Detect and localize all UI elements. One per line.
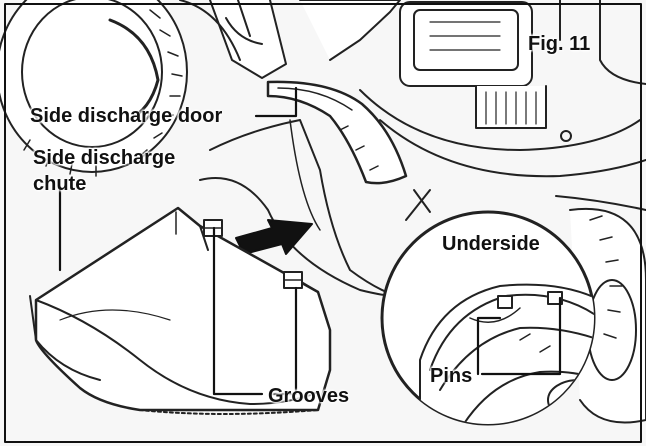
engine-top: [299, 0, 646, 178]
rear-wheel-left: [0, 0, 188, 177]
figure-number: Fig. 11: [528, 33, 591, 55]
insert-arrow: [235, 219, 313, 255]
handle-area: [179, 0, 287, 79]
label-grooves: Grooves: [268, 385, 350, 407]
discharge-chute: [29, 206, 332, 415]
label-side-discharge-chute-line1: Side discharge: [33, 147, 176, 169]
leader-lines: [58, 86, 562, 396]
discharge-door: [266, 80, 408, 185]
label-pins: Pins: [430, 365, 473, 387]
label-side-discharge-door: Side discharge door: [30, 105, 223, 127]
label-underside: Underside: [442, 233, 540, 255]
label-side-discharge-chute-line2: chute: [33, 173, 87, 195]
